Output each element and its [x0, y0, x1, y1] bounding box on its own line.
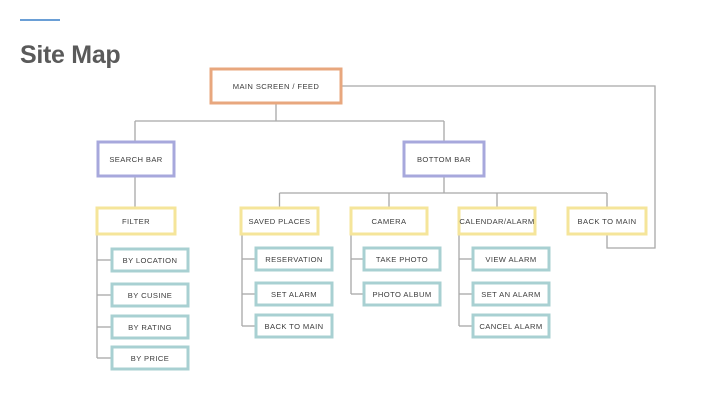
title-accent-line: [20, 19, 60, 21]
node-label: VIEW ALARM: [485, 255, 536, 264]
node-label: CALENDAR/ALARM: [459, 217, 534, 226]
node-label: MAIN SCREEN / FEED: [233, 82, 320, 91]
node-filter-by-cusine: BY CUSINE: [110, 282, 190, 308]
node-leaf-take-photo: TAKE PHOTO: [362, 246, 442, 272]
node-label: SAVED PLACES: [248, 217, 310, 226]
node-box: [402, 140, 486, 178]
connector-lines: [96, 85, 656, 359]
node-box: [110, 314, 190, 340]
node-box: [254, 281, 334, 307]
node-label: CANCEL ALARM: [479, 322, 542, 331]
node-label: BY RATING: [128, 323, 172, 332]
node-box: [110, 282, 190, 308]
node-leaf-set-an-alarm: SET AN ALARM: [471, 281, 551, 307]
node-filter: FILTER: [95, 206, 177, 236]
node-label: SEARCH BAR: [109, 155, 162, 164]
node-leaf-set-alarm: SET ALARM: [254, 281, 334, 307]
node-leaf-reservation: RESERVATION: [254, 246, 334, 272]
node-box: [471, 246, 551, 272]
node-label: SET ALARM: [271, 290, 317, 299]
node-box: [566, 206, 648, 236]
node-label: BY PRICE: [131, 354, 170, 363]
node-label: BACK TO MAIN: [265, 322, 324, 331]
node-filter-by-rating: BY RATING: [110, 314, 190, 340]
node-leaf-back-to-main: BACK TO MAIN: [254, 313, 334, 339]
node-section-camera: CAMERA: [349, 206, 429, 236]
node-box: [110, 247, 190, 273]
node-box: [254, 246, 334, 272]
node-box: [471, 281, 551, 307]
node-label: CAMERA: [372, 217, 407, 226]
node-label: BACK TO MAIN: [578, 217, 637, 226]
node-box: [362, 246, 442, 272]
node-search-bar: SEARCH BAR: [96, 140, 176, 178]
node-label: SET AN ALARM: [481, 290, 541, 299]
node-filter-by-location: BY LOCATION: [110, 247, 190, 273]
page-title: Site Map: [20, 41, 121, 69]
node-box: [362, 281, 442, 307]
node-label: BY LOCATION: [123, 256, 178, 265]
node-section-saved-places: SAVED PLACES: [239, 206, 320, 236]
node-box: [239, 206, 320, 236]
node-box: [96, 140, 176, 178]
node-root: MAIN SCREEN / FEED: [209, 67, 343, 105]
node-section-calendar-alarm: CALENDAR/ALARM: [457, 206, 537, 236]
node-box: [254, 313, 334, 339]
node-bottom-bar: BOTTOM BAR: [402, 140, 486, 178]
node-label: FILTER: [122, 217, 150, 226]
node-label: BY CUSINE: [128, 291, 172, 300]
node-leaf-view-alarm: VIEW ALARM: [471, 246, 551, 272]
sitemap-nodes: MAIN SCREEN / FEED SEARCH BAR BOTTOM BAR FI…: [95, 67, 648, 371]
node-filter-by-price: BY PRICE: [110, 345, 190, 371]
node-leaf-photo-album: PHOTO ALBUM: [362, 281, 442, 307]
node-box: [95, 206, 177, 236]
node-leaf-cancel-alarm: CANCEL ALARM: [471, 313, 551, 339]
node-box: [471, 313, 551, 339]
node-box: [110, 345, 190, 371]
connector-bottom-bar-bus: [279, 176, 607, 194]
node-box: [349, 206, 429, 236]
node-box: [457, 206, 537, 236]
node-label: RESERVATION: [265, 255, 323, 264]
node-section-back-to-main: BACK TO MAIN: [566, 206, 648, 236]
node-label: BOTTOM BAR: [417, 155, 471, 164]
connector-back-to-main-return: [341, 85, 656, 249]
connector-root-to-bars: [134, 103, 445, 142]
node-box: [209, 67, 343, 105]
node-label: TAKE PHOTO: [376, 255, 428, 264]
node-label: PHOTO ALBUM: [372, 290, 431, 299]
